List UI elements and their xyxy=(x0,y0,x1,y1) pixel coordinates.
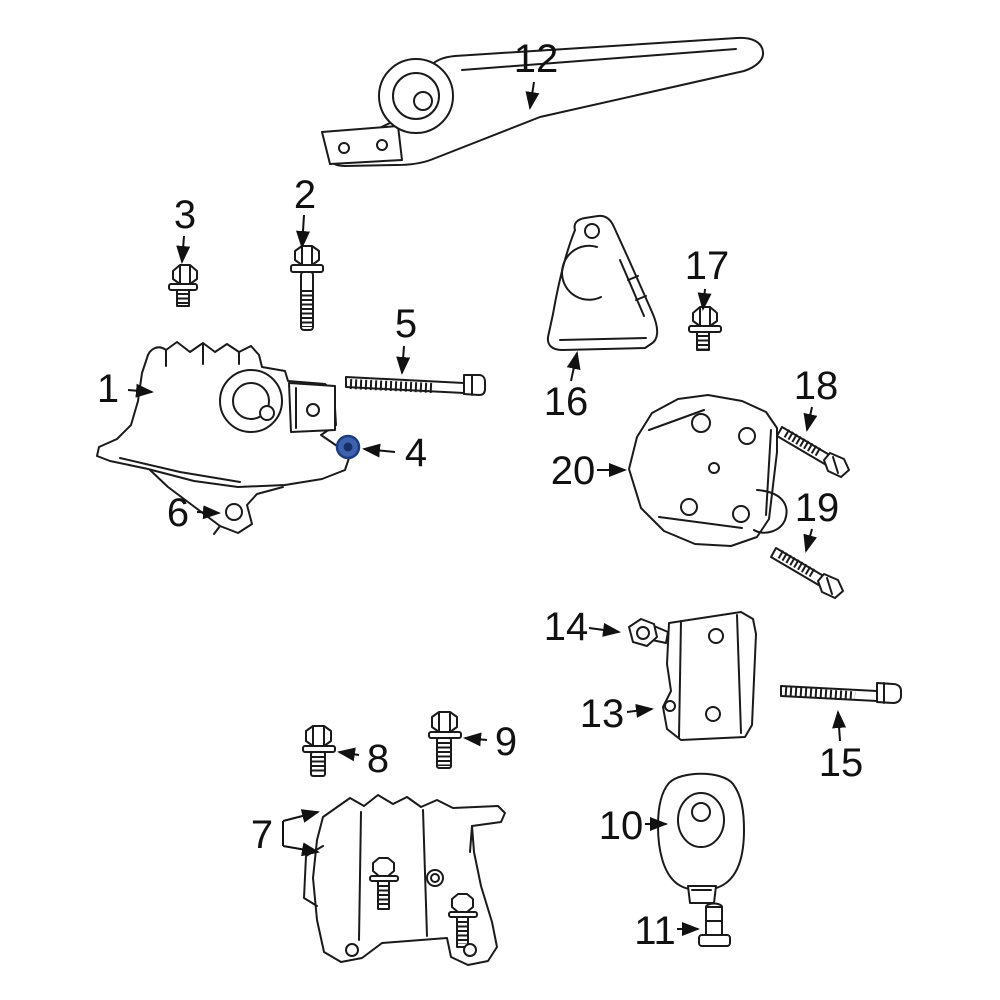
part-8-drawing xyxy=(302,725,336,777)
part-13-drawing xyxy=(662,611,757,741)
part-11-drawing xyxy=(698,902,731,947)
callout-arrows xyxy=(127,81,847,936)
part-18-drawing xyxy=(776,426,850,478)
part-4-insulator-center xyxy=(343,442,353,452)
callout-9[interactable]: 9 xyxy=(495,720,517,764)
part-12-drawing xyxy=(321,36,765,167)
callout-4[interactable]: 4 xyxy=(405,431,427,475)
callout-3[interactable]: 3 xyxy=(174,193,196,237)
callout-7[interactable]: 7 xyxy=(251,813,273,857)
callout-13[interactable]: 13 xyxy=(580,692,625,736)
part-6-drawing xyxy=(149,469,284,535)
part-5-drawing xyxy=(345,374,486,396)
part-17-drawing xyxy=(688,306,722,351)
callout-12[interactable]: 12 xyxy=(514,37,559,81)
callout-6[interactable]: 6 xyxy=(167,491,189,535)
part-19-drawing xyxy=(770,547,844,599)
part-15-drawing xyxy=(780,682,902,704)
part-20-drawing xyxy=(628,394,788,547)
part-9-drawing xyxy=(428,711,462,769)
callout-labels: 1 2 3 4 5 6 7 8 9 10 11 12 13 14 15 16 1… xyxy=(97,37,863,953)
callout-10[interactable]: 10 xyxy=(599,804,644,848)
callout-20[interactable]: 20 xyxy=(551,449,596,493)
callout-2[interactable]: 2 xyxy=(294,173,316,217)
part-10-drawing xyxy=(657,772,745,904)
callout-16[interactable]: 16 xyxy=(544,380,589,424)
callout-19[interactable]: 19 xyxy=(795,486,840,530)
callout-11[interactable]: 11 xyxy=(634,909,676,953)
part-14-drawing xyxy=(628,618,669,647)
part-7-drawing xyxy=(303,794,506,966)
part-4-drawing[interactable] xyxy=(335,434,361,460)
callout-8[interactable]: 8 xyxy=(367,737,389,781)
callout-18[interactable]: 18 xyxy=(794,364,839,408)
callout-5[interactable]: 5 xyxy=(395,302,417,346)
part-1-drawing xyxy=(96,341,350,488)
part-16-drawing xyxy=(546,214,659,351)
part-2-drawing xyxy=(290,245,324,331)
callout-1[interactable]: 1 xyxy=(97,367,119,411)
part-3-drawing xyxy=(168,264,198,307)
callout-14[interactable]: 14 xyxy=(544,605,589,649)
callout-15[interactable]: 15 xyxy=(819,741,864,785)
callout-17[interactable]: 17 xyxy=(685,244,730,288)
